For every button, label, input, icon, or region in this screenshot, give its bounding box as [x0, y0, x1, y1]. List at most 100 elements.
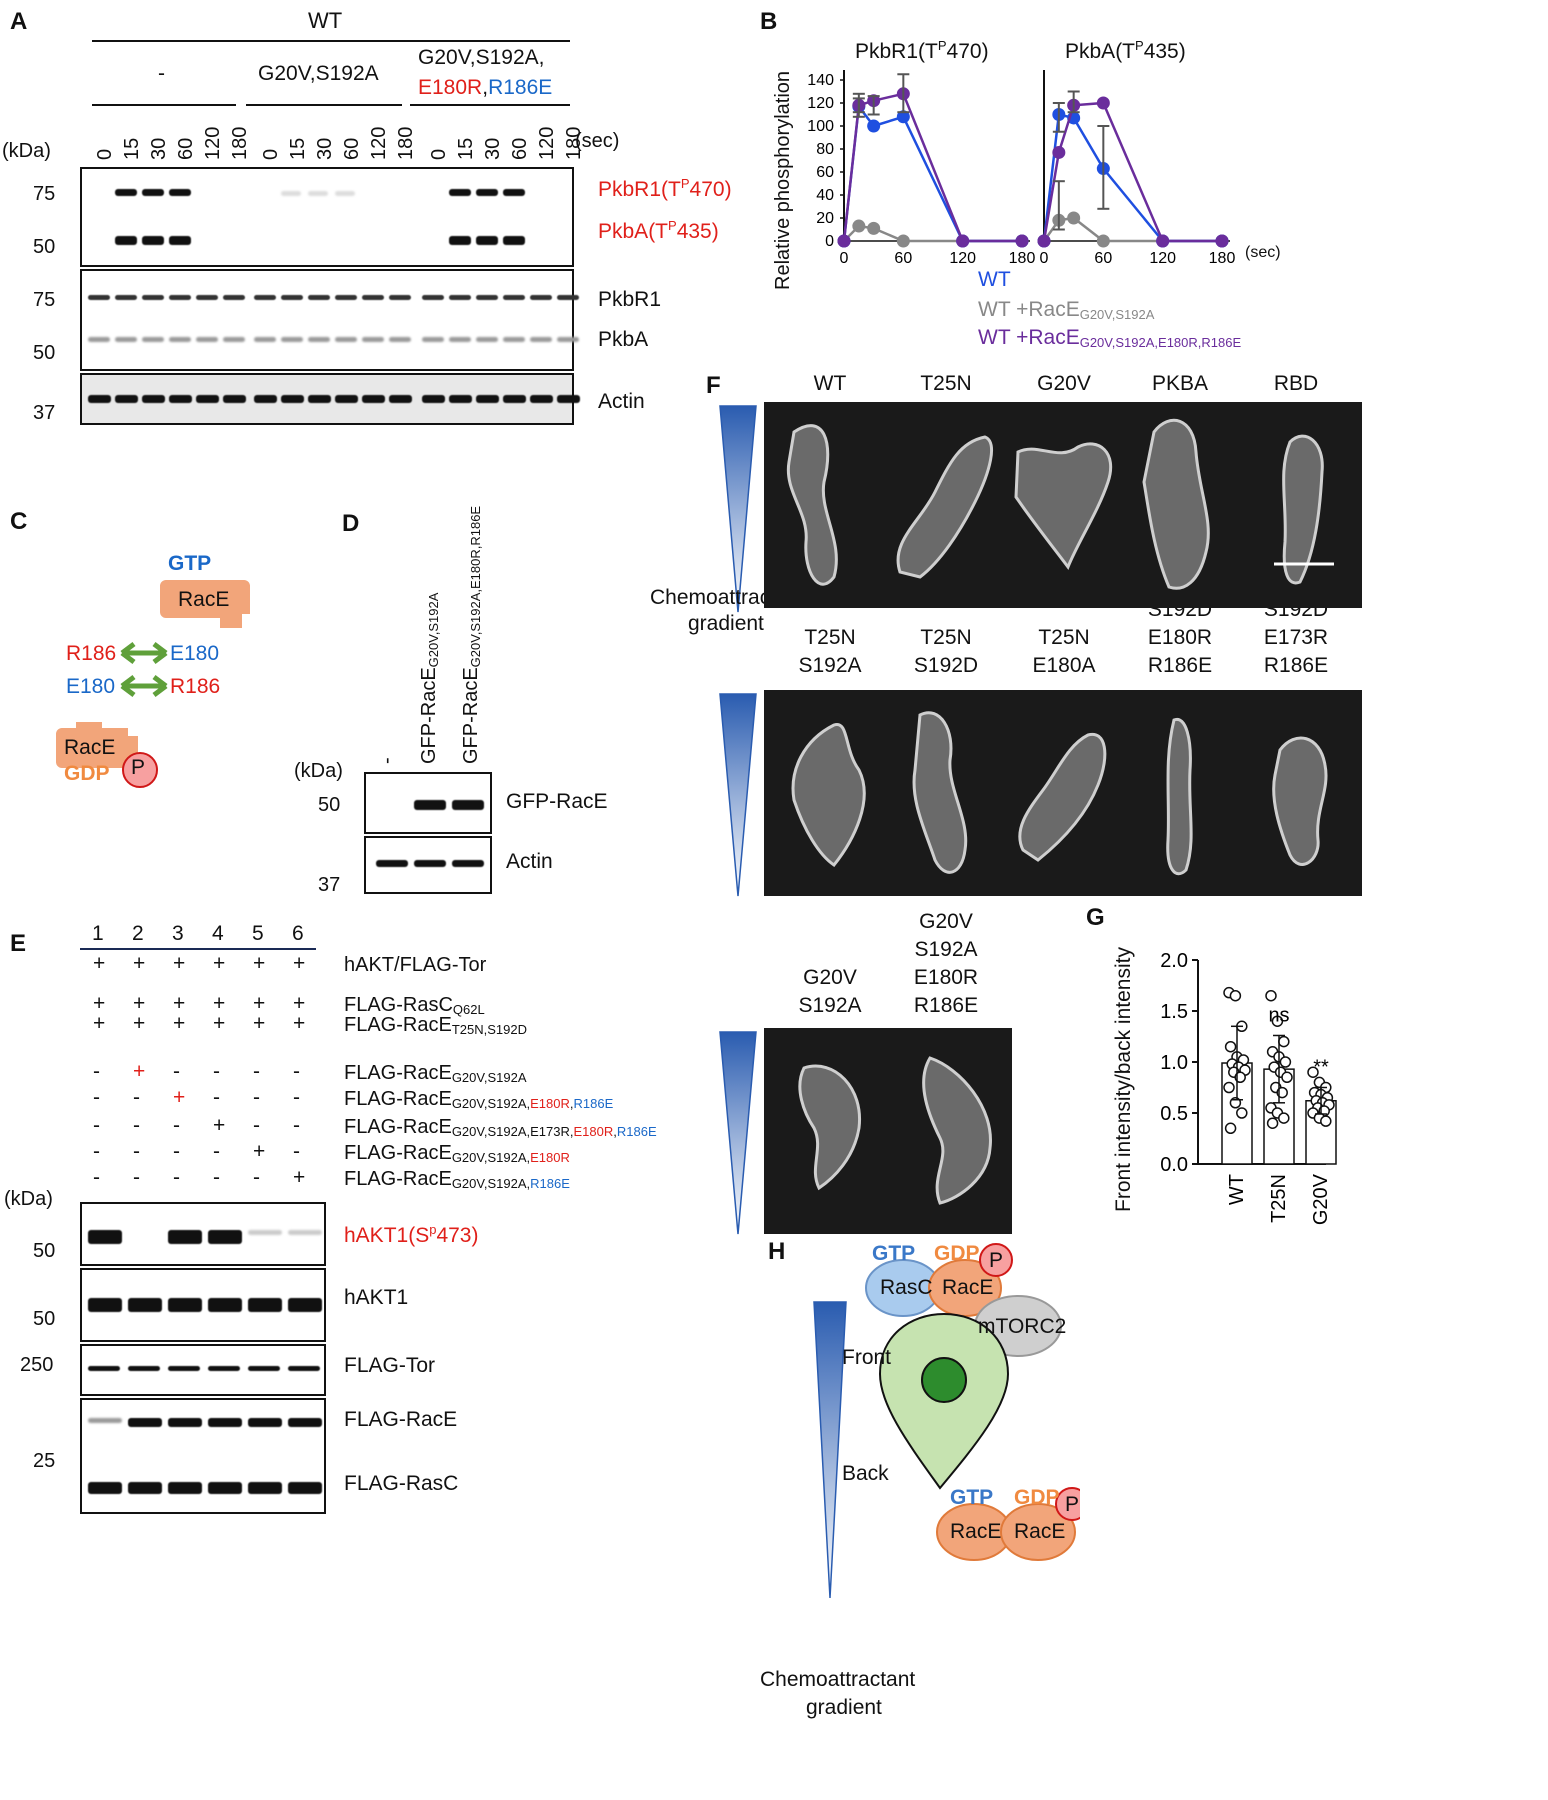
band-actin [389, 395, 412, 403]
cell-image [1230, 690, 1362, 896]
data-point [1156, 234, 1170, 248]
timepoint-label: 180 [395, 126, 417, 160]
cell-image [764, 690, 896, 896]
band-pkba-total [169, 337, 191, 342]
data-point [1320, 1115, 1332, 1127]
data-point [1266, 1117, 1279, 1129]
gradient-triangle-2 [719, 693, 757, 897]
band-faint [335, 191, 355, 196]
condition-sign: - [213, 1060, 220, 1083]
h-front: Front [842, 1346, 892, 1369]
condition-sign: - [253, 1060, 260, 1083]
y-tick-label: 2.0 [1160, 950, 1188, 972]
cell-title: PKBA [1151, 372, 1209, 395]
band-pkbr1 [476, 189, 498, 196]
panel-b-title-2: PkbA(TP435) [1065, 38, 1186, 63]
band-pkbr1-total [557, 295, 579, 300]
band-tor [288, 1366, 320, 1371]
band-tor [208, 1366, 240, 1371]
h-gtp-1: GTP [872, 1242, 916, 1265]
band-pkbr1-total [503, 295, 525, 300]
condition-sign: - [133, 1140, 140, 1163]
band-pkba-total [362, 337, 384, 342]
pair2-left: E180 [66, 675, 116, 698]
condition-sign: + [93, 992, 106, 1015]
band-pkba [142, 236, 164, 245]
e-mw-50a: 50 [33, 1240, 56, 1262]
band-faint [281, 191, 301, 196]
race-gdp-text: RacE [64, 736, 116, 759]
condition-label: FLAG-RacEG20V,S192A,E173R,E180R,R186E [344, 1116, 657, 1139]
cell-title-line: G20V [803, 966, 857, 989]
cell-title-line: R186E [913, 994, 979, 1017]
condition-sign: - [93, 1140, 100, 1163]
band-akt [248, 1298, 282, 1312]
gradient-label-1b: gradient [688, 612, 764, 635]
band-actin [449, 395, 472, 403]
band-rasc [248, 1482, 282, 1494]
band-akt-phospho [208, 1230, 242, 1244]
lane-number: 4 [212, 922, 224, 945]
condition-sign: + [293, 992, 306, 1015]
group-g20v: G20V,S192A [258, 62, 379, 85]
lane-d3: GFP-RacEG20V,S192A,E180R,R186E [460, 505, 483, 764]
cell-image [764, 1028, 896, 1234]
cell-outline [1142, 418, 1210, 590]
condition-sign: + [213, 952, 226, 975]
cell-outline [791, 723, 866, 868]
h-rasc: RasC [880, 1276, 933, 1299]
lane-number: 5 [252, 922, 264, 945]
band-actin [169, 395, 192, 403]
cell-title-line: S192A [914, 938, 978, 961]
y-tick-label: 60 [816, 164, 834, 181]
label-pkbr1-phospho: PkbR1(TP470) [598, 176, 732, 201]
condition-sign: - [93, 1060, 100, 1083]
band-pkba-total [530, 337, 552, 342]
series-line [842, 92, 1022, 243]
condition-sign: - [293, 1140, 300, 1163]
condition-sign: - [173, 1166, 180, 1189]
cell-outline [1272, 736, 1328, 866]
band-pkbr1-total [449, 295, 471, 300]
band-race [288, 1418, 322, 1427]
condition-sign: + [253, 952, 266, 975]
band-tor [168, 1366, 200, 1371]
e-label-tor: FLAG-Tor [344, 1354, 436, 1377]
y-tick-label: 80 [816, 141, 834, 158]
label-pkba: PkbA [598, 328, 649, 351]
d-label-actin: Actin [506, 850, 553, 873]
cell-image [880, 402, 1012, 608]
cell-title-line: T25N [920, 626, 972, 649]
band-actin [335, 395, 358, 403]
data-point [1307, 1066, 1319, 1078]
condition-sign: - [133, 1166, 140, 1189]
condition-sign: - [253, 1166, 260, 1189]
band-actin [142, 395, 165, 403]
panel-b-sec: (sec) [1245, 244, 1281, 261]
band-race [168, 1418, 202, 1427]
h-gtp-2: GTP [950, 1486, 994, 1509]
data-point [1096, 96, 1110, 110]
condition-sign: - [293, 1114, 300, 1137]
band-pkbr1-total [196, 295, 218, 300]
band-rasc [208, 1482, 242, 1494]
cell-outline [912, 711, 968, 874]
data-point [896, 110, 910, 124]
legend-g20v: WT +RacEG20V,S192A [978, 298, 1155, 322]
data-point [956, 234, 970, 248]
condition-label: FLAG-RacEG20V,S192A,R186E [344, 1168, 570, 1191]
e-label-race: FLAG-RacE [344, 1408, 458, 1431]
lane-line [80, 948, 316, 950]
pair1-right: E180 [170, 642, 220, 665]
d-kda: (kDa) [294, 760, 343, 782]
phospho-circle [122, 752, 158, 788]
data-point [1236, 1107, 1248, 1119]
legend-mut: WT +RacEG20V,S192A,E180R,R186E [978, 326, 1242, 350]
y-tick-label: 0.5 [1160, 1103, 1188, 1125]
kda-label: (kDa) [2, 140, 51, 162]
h-mtorc2: mTORC2 [978, 1315, 1067, 1338]
condition-label: FLAG-RacET25N,S192D [344, 1014, 527, 1037]
lane-number: 2 [132, 922, 144, 945]
band-akt [208, 1298, 242, 1312]
